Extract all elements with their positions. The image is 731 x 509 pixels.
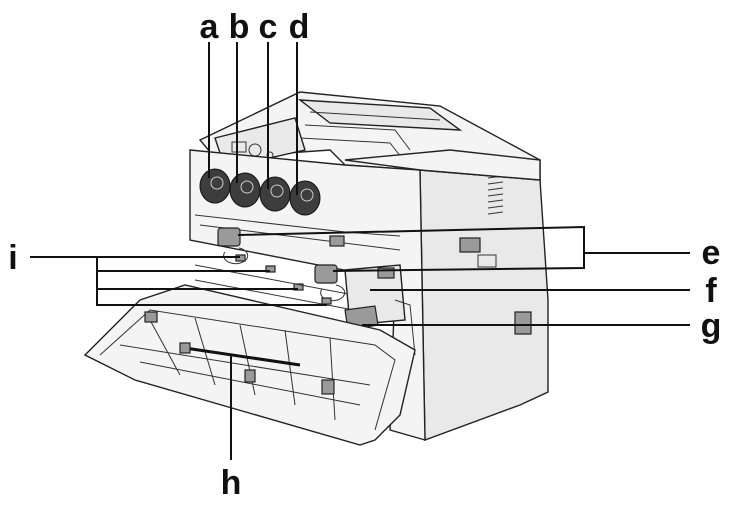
toner-slot-a bbox=[199, 168, 231, 204]
front-cover-open bbox=[83, 284, 416, 446]
toner-slot-d bbox=[289, 180, 321, 216]
knob-lower bbox=[314, 264, 338, 284]
rotary-knobs bbox=[217, 227, 346, 302]
cleaning-rod bbox=[184, 346, 301, 367]
leader-i bbox=[30, 256, 327, 306]
callout-e: e bbox=[702, 234, 721, 272]
callout-g: g bbox=[701, 307, 722, 345]
knob-upper bbox=[217, 227, 241, 247]
callout-c: c bbox=[259, 8, 278, 46]
callout-h: h bbox=[221, 464, 242, 502]
side-latch bbox=[514, 311, 532, 335]
leader-lines bbox=[30, 42, 690, 460]
output-tray bbox=[297, 99, 463, 131]
callout-b: b bbox=[229, 8, 250, 46]
leader-e bbox=[237, 225, 585, 272]
callout-i: i bbox=[8, 239, 17, 277]
callout-a: a bbox=[200, 8, 220, 46]
printer-side-panel bbox=[419, 169, 549, 441]
toner-slot-c bbox=[259, 176, 291, 212]
toner-slot-b bbox=[229, 172, 261, 208]
callout-labels: a b c d e f g h i bbox=[8, 8, 721, 502]
side-handle bbox=[459, 237, 481, 253]
callout-d: d bbox=[289, 8, 310, 46]
cover-grid bbox=[119, 317, 371, 421]
callout-f: f bbox=[705, 272, 717, 310]
printer-front bbox=[189, 149, 426, 441]
